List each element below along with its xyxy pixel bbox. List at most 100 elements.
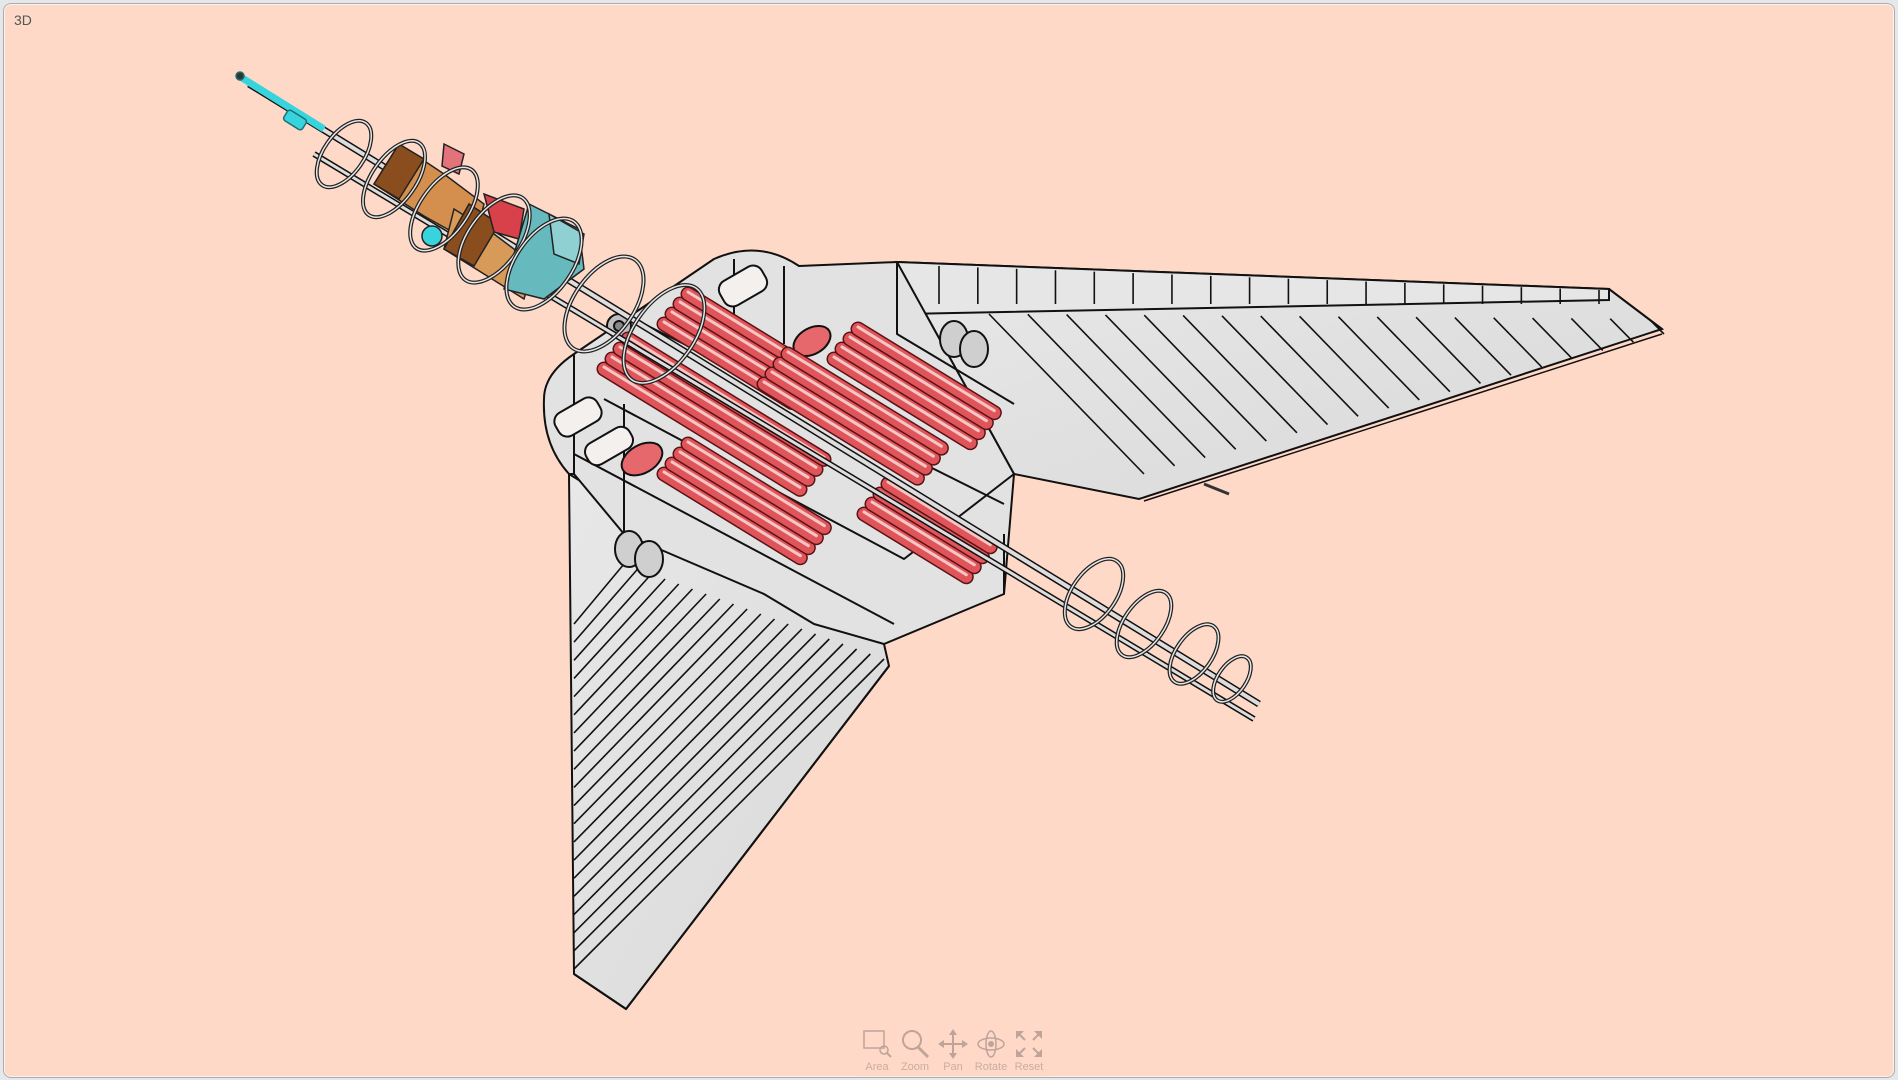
payload-tube <box>674 448 823 544</box>
magnifier-icon <box>902 1030 930 1059</box>
wing-rib <box>573 638 830 897</box>
area-label: Area <box>865 1061 889 1073</box>
payload-tube <box>774 358 940 465</box>
wing-rib <box>573 653 871 952</box>
rotate-icon <box>977 1030 1005 1058</box>
payload-tube-highlight <box>618 345 818 469</box>
zoom-button[interactable]: Zoom <box>896 1028 934 1073</box>
right-wing <box>895 260 1665 502</box>
wing-rib <box>573 593 707 734</box>
payload-tube <box>666 458 815 554</box>
zoom-label: Zoom <box>900 1061 930 1073</box>
pan-label: Pan <box>943 1061 963 1073</box>
area-zoom-icon <box>863 1030 892 1058</box>
helix-loop-highlight <box>563 255 645 353</box>
left-wing-ribs <box>573 563 885 970</box>
payload-tube-highlight <box>778 360 935 458</box>
wing-rib <box>1221 315 1329 426</box>
wing-rib <box>573 578 666 680</box>
wing-rib <box>1337 316 1420 401</box>
helix-loop-highlight <box>315 120 373 188</box>
wing-rib <box>573 603 735 770</box>
payload-tube <box>866 498 981 573</box>
wing-rib <box>1415 316 1482 384</box>
reset-label: Reset <box>1014 1061 1044 1073</box>
helix-loop-highlight <box>362 140 426 218</box>
reset-expand-icon <box>1016 1031 1042 1057</box>
payload-tube <box>766 368 932 475</box>
wing-rib <box>573 633 817 879</box>
wing-rib <box>573 568 639 643</box>
rotate-label: Rotate <box>974 1061 1008 1073</box>
helix-loop-highlight <box>1115 590 1173 658</box>
wing-rib <box>573 628 803 861</box>
payload-tube <box>614 343 823 476</box>
wing-rib <box>1609 318 1634 343</box>
helix-loop-highlight <box>622 284 706 384</box>
payload-tube-highlight <box>610 355 810 479</box>
payload-tube-highlight <box>686 440 826 528</box>
payload-tube-highlight <box>886 480 992 547</box>
helix-loop-highlight <box>1064 558 1124 630</box>
payload-tube-highlight <box>762 380 919 478</box>
payload-tube-highlight <box>670 460 810 548</box>
helix-loop-highlight <box>505 217 583 311</box>
payload-tube <box>598 363 807 496</box>
wing-rib <box>1027 313 1176 467</box>
payload-tube <box>782 348 948 455</box>
wing-rib <box>1493 317 1543 368</box>
payload-tube <box>828 353 977 449</box>
payload-tube <box>836 343 985 439</box>
payload-tube-highlight <box>848 335 988 423</box>
payload-tube <box>844 333 993 429</box>
payload-tube <box>858 508 973 583</box>
helix-loop-highlight <box>1168 623 1220 685</box>
wing-rib <box>1104 314 1237 450</box>
payload-tube-highlight <box>626 335 826 459</box>
wing-rib <box>1182 314 1298 434</box>
wing-rib <box>1143 314 1267 442</box>
reset-button[interactable]: Reset <box>1010 1028 1048 1073</box>
helix-loop-highlight <box>409 166 479 252</box>
payload-tube-highlight <box>870 500 976 567</box>
wing-rib <box>1376 316 1451 393</box>
wing-rib <box>573 563 625 625</box>
helix-loop-highlight <box>1212 655 1252 703</box>
wing-rib <box>573 658 885 970</box>
nose-probe <box>235 71 326 132</box>
wing-rib <box>573 643 844 916</box>
wing-rib <box>1260 315 1359 417</box>
view-mode-label: 3D <box>14 12 32 28</box>
payload-tube <box>852 323 1001 419</box>
helix-loop <box>1062 556 1126 632</box>
payload-tube-highlight <box>786 350 943 448</box>
payload-tube-highlight <box>832 355 972 443</box>
left-wing <box>567 472 891 1011</box>
wing-rib <box>573 613 762 807</box>
wing-rib <box>1531 317 1573 360</box>
area-zoom-button[interactable]: Area <box>858 1028 896 1073</box>
payload-tube-highlight <box>662 470 802 558</box>
wing-rib <box>1066 314 1206 459</box>
rotate-button[interactable]: Rotate <box>972 1028 1010 1073</box>
wing-rib <box>573 588 694 716</box>
3d-viewport[interactable]: 3D <box>3 3 1895 1078</box>
3d-model[interactable] <box>4 4 1894 1077</box>
wing-rib <box>573 623 789 843</box>
wing-rib <box>573 598 721 752</box>
tail-helix <box>1062 556 1253 704</box>
wing-rib <box>573 583 680 698</box>
wing-rib <box>573 608 748 788</box>
pan-button[interactable]: Pan <box>934 1028 972 1073</box>
payload-tube <box>658 468 807 564</box>
wing-rib <box>1454 316 1512 376</box>
payload-tube-highlight <box>862 510 968 577</box>
wing-rib <box>1299 315 1390 409</box>
wing-rib <box>573 618 776 825</box>
nose-helix <box>314 118 707 385</box>
wing-rib <box>573 648 858 934</box>
payload-tube-highlight <box>840 345 980 433</box>
wing-rib <box>1570 317 1604 352</box>
wing-rib <box>573 573 652 661</box>
pan-arrows-icon <box>938 1029 968 1059</box>
